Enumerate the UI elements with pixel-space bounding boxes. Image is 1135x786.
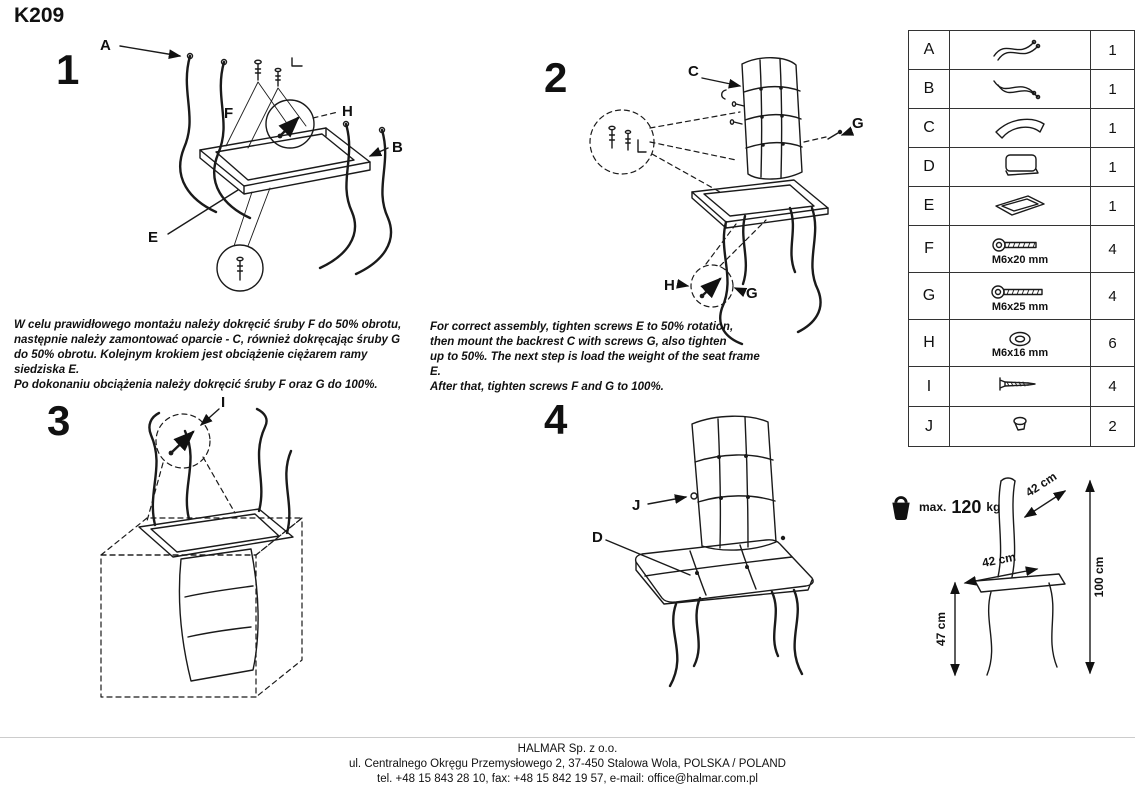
part-letter: C [908,108,950,148]
dim-backrest-width: 42 cm [1023,469,1059,499]
parts-row-a: A 1 [908,30,1135,70]
magnifier-i [146,413,236,522]
footer-company: HALMAR Sp. z o.o. [517,743,618,755]
seat-frame-icon [995,194,1045,216]
cap-icon [1013,416,1027,431]
callout-c: C [688,63,699,80]
parts-row-c: C 1 [908,108,1135,148]
part-qty: 4 [1090,366,1135,407]
instruction-polish: W celu prawidłowego montażu należy dokrę… [14,319,402,391]
callout-f: F [224,105,233,122]
screw-f-icon [254,57,303,87]
parts-row-f: F M6x20 mm 4 [908,225,1135,273]
step2-number: 2 [544,54,567,101]
instruction-english: For correct assembly, tighten screws E t… [430,321,760,393]
bolt-long-size: M6x25 mm [991,300,1049,313]
wood-screw-icon [999,377,1036,391]
weight-icon [892,496,910,520]
seat-cushion-icon [1005,153,1039,176]
part-qty: 2 [1090,406,1135,447]
magnifier-bottom [690,219,767,308]
step2-diagram: 2 [544,54,864,346]
washer-icon [1009,331,1031,346]
part-qty: 1 [1090,147,1135,187]
dashed-box [100,517,303,698]
callout-d: D [592,529,603,546]
part-letter: E [908,186,950,226]
part-qty: 1 [1090,69,1135,109]
part-letter: I [908,366,950,407]
step4-diagram: 4 J D [544,396,814,688]
part-letter: J [908,406,950,447]
magnifier-detail-e [216,187,271,292]
footer-contact: tel. +48 15 843 28 10, fax: +48 15 842 1… [377,772,758,785]
backrest-cushion-icon [995,118,1045,139]
part-qty: 4 [1090,225,1135,273]
seat-frame-drawing [691,179,829,229]
callout-h: H [664,277,675,294]
part-letter: G [908,272,950,320]
parts-row-d: D 1 [908,147,1135,187]
parts-table: A 1 B 1 C [908,30,1135,447]
part-letter: F [908,225,950,273]
legs-drawing [719,206,822,346]
rear-legs-drawing [318,120,393,276]
seat-frame-drawing [199,127,371,195]
page-title: K209 [14,4,65,27]
footer-address: ul. Centralnego Okręgu Przemysłowego 2, … [348,757,786,770]
dim-total-height: 100 cm [1092,557,1106,598]
parts-row-b: B 1 [908,69,1135,109]
callout-e: E [148,229,158,246]
bolt-size: M6x20 mm [991,253,1049,266]
callout-a: A [100,37,111,54]
parts-row-j: J 2 [908,406,1135,447]
callout-b: B [392,139,403,156]
bolt-long-icon [991,284,1043,299]
callout-g-top: G [852,115,864,132]
callout-h: H [342,103,353,120]
front-legs-drawing [179,52,252,220]
callout-j: J [632,497,640,514]
part-qty: 6 [1090,319,1135,367]
max-load-value: 120 [951,496,982,517]
screw-g-top [803,126,855,143]
part-qty: 1 [1090,30,1135,70]
part-letter: D [908,147,950,187]
chair-side-view [974,477,1066,676]
part-qty: 1 [1090,186,1135,226]
backrest-drawing [721,57,803,180]
step4-number: 4 [544,396,568,443]
step1-diagram: 1 [56,37,403,292]
callout-i: I [221,394,225,411]
callout-g-bottom: G [746,285,758,302]
magnifier-detail-h [265,99,339,149]
step3-diagram: 3 I [47,394,303,698]
step3-number: 3 [47,397,70,444]
part-qty: 4 [1090,272,1135,320]
part-letter: A [908,30,950,70]
parts-row-g: G M6x25 mm 4 [908,272,1135,320]
parts-row-h: H M6x16 mm 6 [908,319,1135,367]
assembled-chair-drawing [634,415,814,688]
max-load-prefix: max. [919,500,947,514]
washer-size: M6x16 mm [991,346,1049,359]
dimensions-diagram: 42 cm 42 cm 100 cm 47 cm [934,469,1106,677]
part-qty: 1 [1090,108,1135,148]
rear-legs-icon [993,79,1041,99]
dim-seat-height: 47 cm [934,612,948,646]
part-letter: H [908,319,950,367]
step1-number: 1 [56,46,79,93]
footer: HALMAR Sp. z o.o. ul. Centralnego Okręgu… [0,737,1135,786]
front-legs-icon [993,39,1041,61]
max-load: max. 120 kg [888,492,1000,522]
bolt-icon [992,237,1037,252]
part-letter: B [908,69,950,109]
inverted-chair-drawing [138,407,294,682]
magnifier-screws [589,109,741,193]
max-load-unit: kg [986,500,1001,514]
parts-row-i: I 4 [908,366,1135,407]
dim-seat-depth: 42 cm [981,550,1017,570]
parts-row-e: E 1 [908,186,1135,226]
